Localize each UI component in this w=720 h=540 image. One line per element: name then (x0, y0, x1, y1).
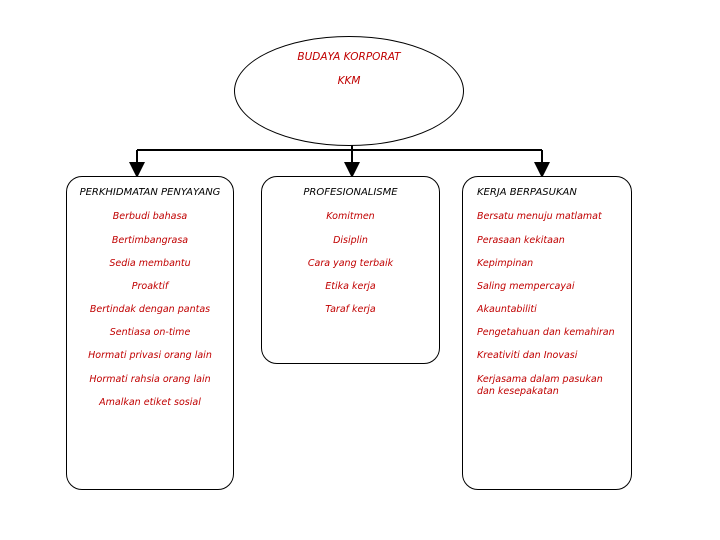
list-item: Sentiasa on-time (109, 327, 191, 338)
list-item: Bertindak dengan pantas (89, 304, 211, 315)
list-item: Berbudi bahasa (112, 211, 188, 222)
branch-title: PERKHIDMATAN PENYAYANG (79, 187, 221, 198)
list-item: Bersatu menuju matlamat (477, 211, 602, 222)
root-node: BUDAYA KORPORAT KKM (234, 36, 464, 146)
list-item: Komitmen (326, 211, 375, 222)
list-item: Kerjasama dalam pasukan dan kesepakatan (477, 374, 603, 397)
list-item: Disiplin (333, 235, 368, 246)
list-item: Proaktif (131, 281, 169, 292)
list-item: Amalkan etiket sosial (99, 397, 201, 408)
list-item: Kreativiti dan Inovasi (477, 350, 578, 361)
list-item: Perasaan kekitaan (477, 235, 565, 246)
root-title: BUDAYA KORPORAT (297, 51, 401, 63)
list-item: Cara yang terbaik (307, 258, 394, 269)
list-item: Sedia membantu (109, 258, 191, 269)
list-item: Taraf kerja (325, 304, 376, 315)
list-item: Pengetahuan dan kemahiran (477, 327, 615, 338)
list-item: Hormati rahsia orang lain (89, 374, 211, 385)
list-item: Kepimpinan (477, 258, 534, 269)
list-item: Etika kerja (325, 281, 376, 292)
list-item: Bertimbangrasa (111, 235, 189, 246)
branch-title: KERJA BERPASUKAN (477, 187, 577, 198)
list-item: Akauntabiliti (477, 304, 537, 315)
branch-box-kerja-berpasukan: KERJA BERPASUKAN Bersatu menuju matlamat… (462, 176, 632, 490)
list-item: Hormati privasi orang lain (88, 350, 212, 361)
branch-title: PROFESIONALISME (303, 187, 398, 198)
branch-box-profesionalisme: PROFESIONALISME Komitmen Disiplin Cara y… (261, 176, 440, 364)
list-item: Saling mempercayai (477, 281, 575, 292)
branch-box-perkhidmatan: PERKHIDMATAN PENYAYANG Berbudi bahasa Be… (66, 176, 234, 490)
root-subtitle: KKM (337, 75, 361, 87)
